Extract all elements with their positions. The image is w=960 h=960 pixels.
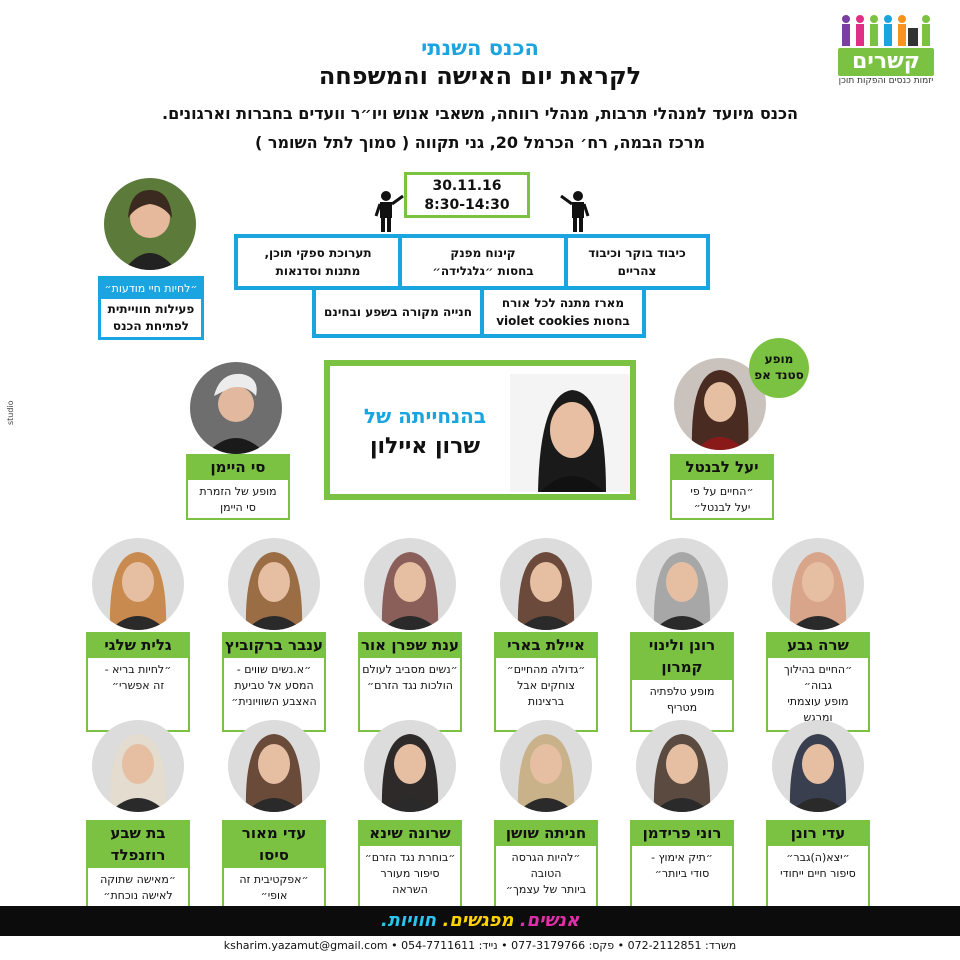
speaker-photo xyxy=(772,538,864,630)
speaker-desc: מופע של הזמרת סי היימן xyxy=(186,480,290,520)
slogan-word-2: מפגשים. xyxy=(442,910,514,931)
event-datetime-box: 30.11.16 8:30-14:30 xyxy=(404,172,530,218)
host-label: בהנחייתה של xyxy=(363,404,487,428)
service-dessert: קינוח מפנק בחסות ״גלגלידה״ xyxy=(402,238,564,286)
opening-quote: ״לחיות חיי מודעות״ xyxy=(101,279,201,299)
opening-caption: ״לחיות חיי מודעות״ פעילות חווייתית לפתיח… xyxy=(98,276,204,340)
slogan-bar: אנשים. מפגשים. חוויות. xyxy=(0,906,960,936)
speaker-desc: ״בוחרת נגד הזרם״ סיפור מעורר השראה xyxy=(358,846,462,914)
speaker-name: גלית שלגי xyxy=(86,632,190,658)
speaker-name: בת שבע רוזנפלד xyxy=(86,820,190,868)
venue-line: מרכז הבמה, רח׳ הכרמל 20, גני תקווה ( סמו… xyxy=(254,133,706,152)
service-gift: מארז מתנה לכל אורח בחסות violet cookies xyxy=(484,290,642,334)
speaker-name: ענת שפרן אור xyxy=(358,632,462,658)
standup-badge: מופע סטנד אפ xyxy=(749,338,809,398)
brand-logo: קשרים יזמות כנסים והפקות תוכן xyxy=(838,14,934,86)
services-row-1: כיבוד בוקר וכיבוד צהריים קינוח מפנק בחסו… xyxy=(234,234,710,290)
host-box: בהנחייתה של שרון איילון xyxy=(324,360,636,500)
speaker-name: רוני פרידמן xyxy=(630,820,734,846)
speaker-desc: ״נשים מסביב לעולם הולכות נגד הזרם״ xyxy=(358,658,462,732)
speaker-desc: ״החיים על פי יעל לבנטל״ xyxy=(670,480,774,520)
badge-line2: סטנד אפ xyxy=(754,368,804,382)
slogan-word-3: חוויות. xyxy=(380,910,437,931)
service-exhibition: תערוכת ספקי תוכן, מתנות וסדנאות xyxy=(238,238,398,286)
services-row-2: מארז מתנה לכל אורח בחסות violet cookies … xyxy=(312,286,646,338)
speaker-name: עדי מאור סיסו xyxy=(222,820,326,868)
event-time: 8:30-14:30 xyxy=(424,197,510,213)
speaker-photo xyxy=(364,720,456,812)
presenter-figure-icon xyxy=(560,191,590,232)
host-name: שרון איילון xyxy=(369,434,481,459)
speaker-photo xyxy=(500,538,592,630)
speaker-name: ענבר ברקוביץ xyxy=(222,632,326,658)
event-date: 30.11.16 xyxy=(432,178,502,194)
speaker-desc: ״להיות הגרסה הטובה ביותר של עצמך״ xyxy=(494,846,598,914)
speaker-photo xyxy=(636,720,728,812)
speaker-name: חניתה שושן xyxy=(494,820,598,846)
speaker-name: שרונה שינא xyxy=(358,820,462,846)
studio-credit: studio xyxy=(6,400,15,425)
speaker-name: רונן ולינוי קמרון xyxy=(630,632,734,680)
speaker-photo xyxy=(636,538,728,630)
speaker-name: סי היימן xyxy=(186,454,290,480)
slogan-word-1: אנשים. xyxy=(519,910,580,931)
speaker-photo xyxy=(228,538,320,630)
speaker-name: שרה גבע xyxy=(766,632,870,658)
service-parking: חנייה מקורה בשפע ובחינם xyxy=(316,290,480,334)
host-photo xyxy=(510,374,630,492)
speaker-photo xyxy=(500,720,592,812)
speaker-photo xyxy=(228,720,320,812)
people-figures-icon xyxy=(842,15,930,46)
speaker-photo xyxy=(92,720,184,812)
speaker-name: יעל לבנטל xyxy=(670,454,774,480)
speaker-photo xyxy=(92,538,184,630)
speaker-photo xyxy=(364,538,456,630)
badge-line1: מופע xyxy=(764,352,794,366)
event-title: לקראת יום האישה והמשפחה xyxy=(318,62,642,90)
speaker-photo-si-heyman xyxy=(190,362,282,454)
speaker-desc: ״תיק אימוץ - סודי ביותר״ xyxy=(630,846,734,914)
speaker-desc: ״יצא(ה)גבר״ סיפור חיים ייחודי xyxy=(766,846,870,914)
opening-desc: פעילות חווייתית לפתיחת הכנס xyxy=(107,302,195,333)
service-catering: כיבוד בוקר וכיבוד צהריים xyxy=(568,238,706,286)
presenter-figure-icon xyxy=(374,191,404,232)
logo-wordmark: קשרים xyxy=(838,48,934,76)
speaker-name: עדי רונן xyxy=(766,820,870,846)
audience-line: הכנס מיועד למנהלי תרבות, מנהלי רווחה, מש… xyxy=(162,104,798,123)
speaker-desc: ״החיים בהילוך גבוה״ מופע עוצמתי ומרגש xyxy=(766,658,870,732)
contact-line: משרד: 072-2112851 • פקס: 077-3179766 • נ… xyxy=(223,939,737,952)
speaker-name: איילת בארי xyxy=(494,632,598,658)
event-kicker: הכנס השנתי xyxy=(421,36,539,60)
speaker-photo-opening xyxy=(104,178,196,270)
logo-tagline: יזמות כנסים והפקות תוכן xyxy=(838,76,934,86)
speaker-photo-yael-levental xyxy=(674,358,766,450)
speaker-photo xyxy=(772,720,864,812)
